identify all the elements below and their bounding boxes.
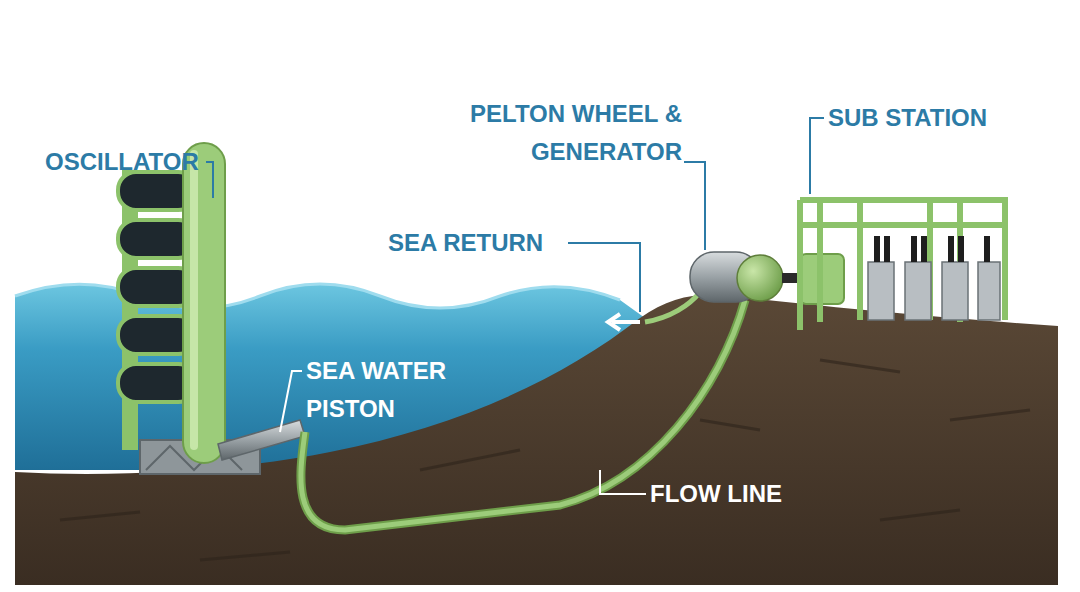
oscillator-flap — [118, 143, 260, 474]
part-label: PELTON WHEEL & GENERATOR — [440, 95, 682, 171]
leader-line — [206, 162, 213, 198]
part-label: SEA RETURN — [388, 224, 568, 262]
wave-crest — [15, 284, 620, 308]
part-label: SEA WATER PISTON — [306, 352, 456, 428]
leader-line — [810, 118, 824, 194]
leader-line — [568, 243, 640, 312]
leader-line — [280, 371, 302, 432]
leader-line — [600, 470, 646, 494]
sea-return-pipe — [645, 292, 700, 322]
substation — [800, 200, 1008, 330]
part-label: FLOW LINE — [650, 475, 810, 513]
sea-water-piston — [218, 420, 305, 460]
leader-line — [684, 162, 705, 250]
sea-return-arrow — [608, 314, 640, 330]
part-label: OSCILLATOR — [45, 143, 215, 181]
ground — [15, 295, 1058, 585]
leader-lines — [206, 118, 824, 312]
part-label: SUB STATION — [828, 99, 1028, 137]
